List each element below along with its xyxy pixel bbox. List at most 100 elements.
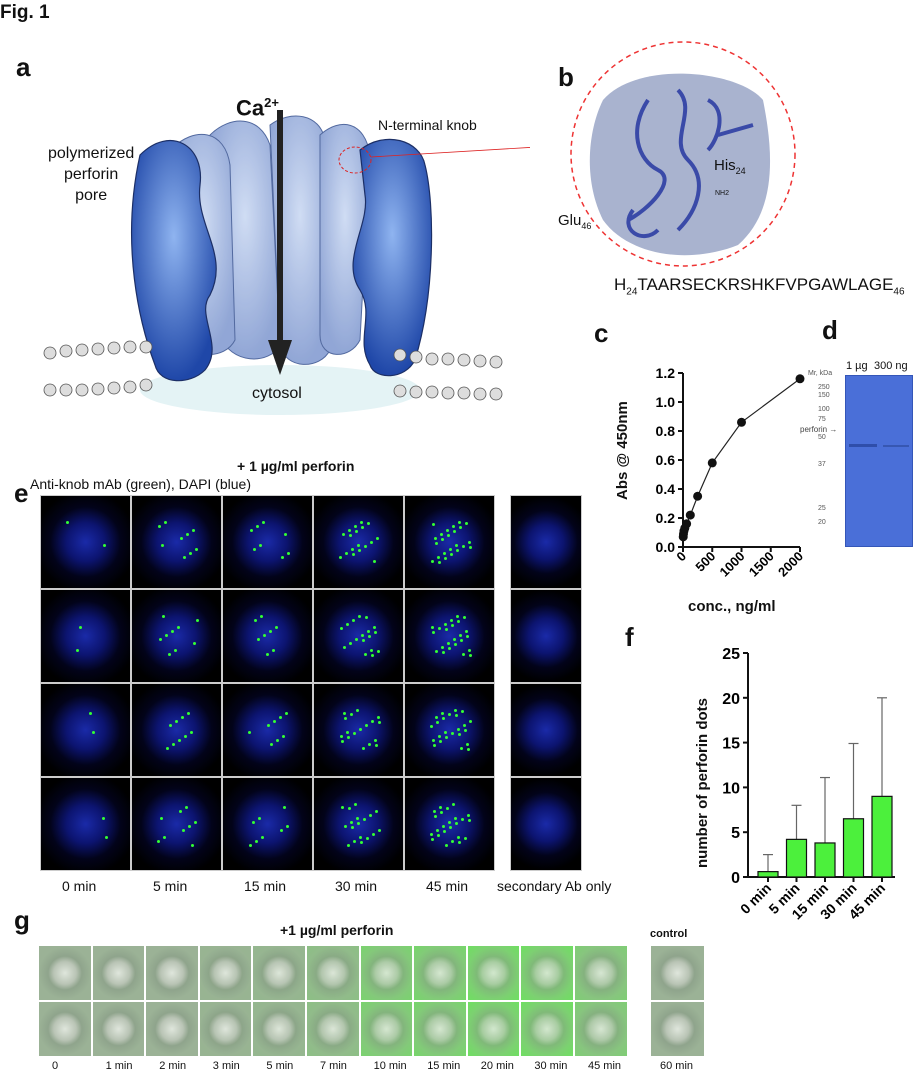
perforin-dot (102, 817, 105, 820)
perforin-dot (285, 712, 288, 715)
perforin-dot (462, 653, 465, 656)
perforin-dot (183, 556, 186, 559)
perforin-dot (364, 653, 367, 656)
perforin-dot (442, 651, 445, 654)
pore-label: polymerized perforin pore (48, 143, 134, 206)
brightfield-cell (520, 945, 574, 1001)
perforin-dot (187, 712, 190, 715)
marker-label: 250 (818, 384, 830, 391)
perforin-dot (350, 821, 353, 824)
bar (785, 838, 808, 878)
micrograph-cell (131, 495, 222, 589)
data-point (737, 417, 746, 427)
brightfield-cell (198, 945, 253, 1001)
his-label: His24 (714, 157, 746, 176)
perforin-dot (449, 826, 452, 829)
bar (814, 842, 836, 878)
perforin-dot (366, 837, 369, 840)
panel-g-control-title: control (650, 928, 688, 940)
perforin-dot (254, 619, 257, 622)
brightfield-cell (145, 945, 199, 1001)
perforin-dot (365, 616, 368, 619)
perforin-dot (455, 714, 458, 717)
time-label: 3 min (212, 1060, 240, 1072)
perforin-dot (442, 825, 445, 828)
perforin-dot (468, 649, 471, 652)
perforin-dot (345, 552, 348, 555)
micrograph-cell (131, 683, 222, 777)
secondary-only-cell (510, 495, 582, 589)
micrograph-cell (404, 683, 495, 777)
perforin-dot (442, 717, 445, 720)
perforin-dot (453, 530, 456, 533)
perforin-dot (437, 834, 440, 837)
perforin-dot (160, 817, 163, 820)
pore-subunit-left (131, 139, 217, 382)
perforin-dot (281, 556, 284, 559)
brightfield-cell (91, 945, 146, 1001)
perforin-dot (158, 525, 161, 528)
perforin-band (883, 445, 909, 447)
seq-start: H (614, 275, 627, 294)
seq-text: TAARSECKRSHKFVPGAWLAGE (637, 275, 894, 294)
perforin-dot (450, 619, 453, 622)
perforin-dot (340, 627, 343, 630)
perforin-dot (448, 821, 451, 824)
perforin-dot (370, 541, 373, 544)
perforin-dot (181, 716, 184, 719)
brightfield-cell (574, 945, 628, 1001)
perforin-dot (343, 712, 346, 715)
perforin-dot (194, 821, 197, 824)
perforin-dot (352, 619, 355, 622)
perforin-dot (357, 544, 360, 547)
panel-c-label: c (594, 318, 609, 348)
y-tick-label: 25 (722, 646, 740, 663)
ion-charge: 2+ (264, 95, 279, 110)
perforin-dot (435, 542, 438, 545)
figure-title: Fig. 1 (0, 2, 50, 23)
time-label: 2 min (159, 1060, 187, 1072)
membrane-left (43, 340, 153, 397)
perforin-dot (431, 838, 434, 841)
perforin-dot (347, 844, 350, 847)
perforin-dot (253, 548, 256, 551)
perforin-dot (284, 533, 287, 536)
micrograph-cell (222, 589, 313, 683)
perforin-dot (353, 732, 356, 735)
perforin-dot (459, 634, 462, 637)
time-label: 45 min (588, 1060, 622, 1072)
perforin-dot (355, 638, 358, 641)
perforin-dot (445, 628, 448, 631)
perforin-dot (368, 635, 371, 638)
perforin-pore-illustration (43, 110, 530, 415)
perforin-dot (261, 836, 264, 839)
micrograph-cell (40, 495, 131, 589)
perforin-dot (168, 653, 171, 656)
perforin-dot (79, 626, 82, 629)
perforin-dot (466, 743, 469, 746)
micrograph-cell (404, 589, 495, 683)
perforin-dot (347, 736, 350, 739)
perforin-dot (444, 731, 447, 734)
perforin-dot (362, 639, 365, 642)
time-label: 20 min (480, 1060, 514, 1072)
perforin-dot (443, 830, 446, 833)
brightfield-cell (466, 1001, 521, 1057)
y-tick-label: 0.2 (656, 510, 676, 526)
perforin-dot (448, 647, 451, 650)
perforin-dot (344, 717, 347, 720)
micrograph-cell (222, 495, 313, 589)
pore-label-line: pore (75, 187, 108, 204)
perforin-dot (169, 724, 172, 727)
perforin-dot (196, 619, 199, 622)
perforin-dot (445, 844, 448, 847)
perforin-band-label: perforin → (800, 425, 838, 434)
y-tick-label: 0.8 (656, 423, 676, 439)
perforin-dot (164, 521, 167, 524)
x-tick-label: 500 (692, 549, 718, 575)
perforin-dot (440, 533, 443, 536)
perforin-dot (256, 525, 259, 528)
perforin-dot (434, 537, 437, 540)
